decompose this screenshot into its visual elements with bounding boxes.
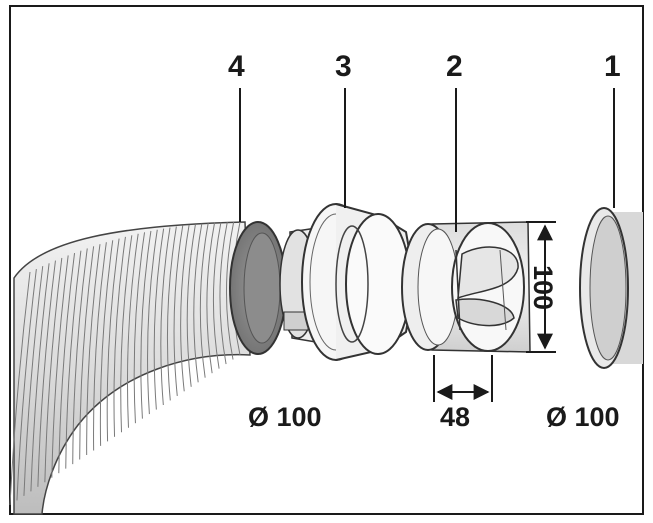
outlet-diameter-label: Ø 100 (546, 402, 620, 432)
flexible-hose (9, 221, 287, 515)
length-dimension (433, 355, 493, 402)
callout-1: 1 (604, 50, 621, 83)
leader-lines (239, 88, 615, 232)
height-dimension (526, 221, 556, 353)
callout-4: 4 (228, 50, 245, 83)
callout-3: 3 (335, 50, 352, 83)
callout-2: 2 (446, 50, 463, 83)
hose-diameter-label: Ø 100 (248, 402, 322, 432)
valve-height-label: 100 (528, 264, 559, 311)
coupling-sleeve (279, 203, 412, 361)
backdraft-valve (401, 221, 531, 353)
valve-length-label: 48 (440, 402, 471, 432)
outlet-pipe (579, 207, 643, 369)
